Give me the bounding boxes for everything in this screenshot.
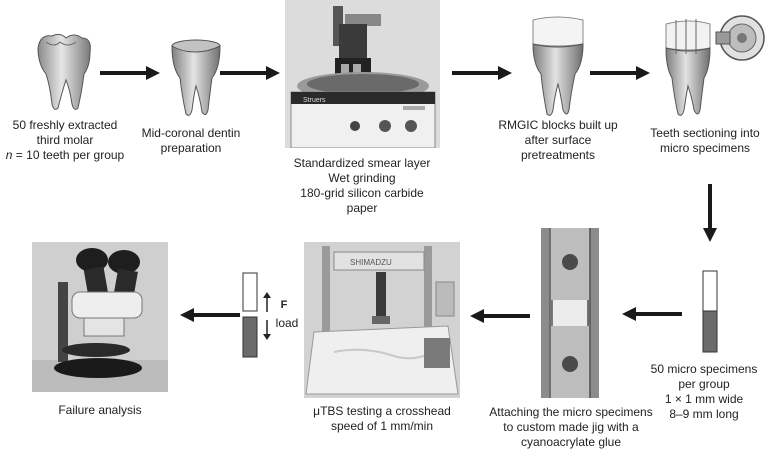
machine-brand-text: Struers [303, 97, 326, 104]
polishing-machine-drawing: Struers [285, 0, 440, 148]
stereomicroscope-photo [32, 242, 168, 392]
testing-machine-photo: SHIMADZU [304, 242, 460, 398]
utbs-testing-label: μTBS testing a crosshead speed of 1 mm/m… [313, 404, 451, 433]
extracted-teeth-label: 50 freshly extracted third molar n = 10 … [5, 118, 125, 162]
rmgic-tooth-illustration [532, 16, 584, 116]
testing-brand-text: SHIMADZU [350, 258, 392, 267]
arrow-right-3 [452, 66, 512, 80]
jig-attachment-label: Attaching the micro specimens to custom … [489, 405, 653, 449]
stereomicroscope-drawing [32, 242, 168, 392]
failure-analysis-label: Failure analysis [58, 403, 142, 417]
arrow-left-2 [470, 309, 530, 323]
dentin-preparation-label: Mid-coronal dentin preparation [141, 126, 241, 155]
sectioning-label: Teeth sectioning into micro specimens [650, 126, 760, 155]
extracted-molar-illustration [37, 33, 91, 110]
smear-layer-label: Standardized smear layer Wet grinding 18… [293, 156, 431, 215]
jig-photo [541, 228, 599, 398]
micro-specimens-label: 50 micro specimens per group 1 × 1 mm wi… [650, 362, 758, 421]
arrow-down [703, 184, 717, 242]
arrow-left-3 [180, 308, 240, 322]
testing-machine-drawing: SHIMADZU [304, 242, 460, 398]
arrow-right-1 [100, 66, 160, 80]
failure-specimen-illustration [242, 272, 258, 358]
dentin-tooth-illustration [171, 39, 221, 116]
sectioning-tooth-illustration [665, 15, 765, 116]
rmgic-blocks-label: RMGIC blocks built up after surface pret… [498, 118, 618, 162]
arrow-left-1 [622, 307, 682, 321]
arrow-right-4 [590, 66, 650, 80]
load-f-label: F [280, 299, 288, 311]
micro-specimen-illustration [702, 270, 718, 353]
load-label: load [275, 316, 299, 330]
load-direction-icon [263, 292, 271, 340]
arrow-right-2 [220, 66, 280, 80]
jig-drawing [541, 228, 599, 398]
polishing-machine-photo: Struers [285, 0, 440, 148]
